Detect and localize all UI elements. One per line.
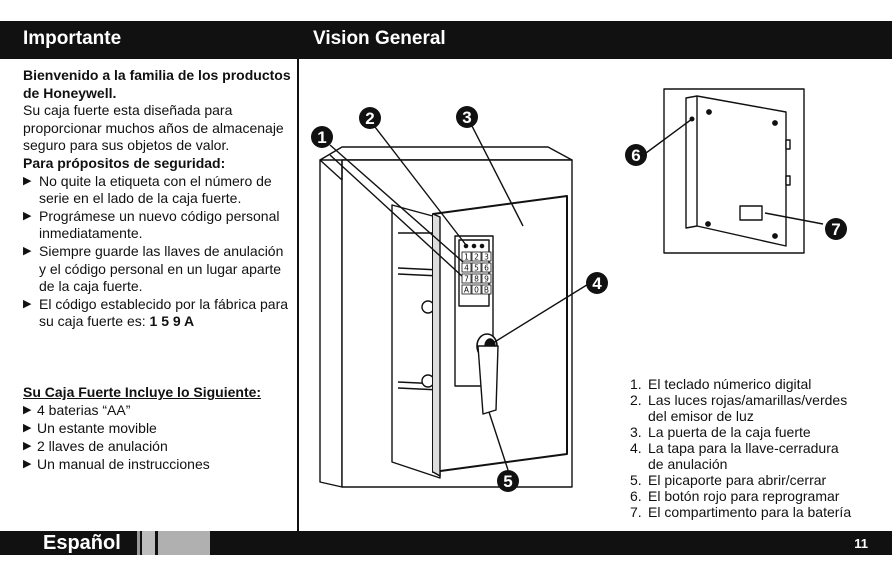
safety-bullet: ▶No quite la etiqueta con el número de s… bbox=[23, 172, 272, 207]
inset-safe-side bbox=[685, 95, 787, 247]
legend-item: 1.El teclado númerico digital bbox=[630, 376, 812, 392]
welcome-heading: Bienvenido a la familia de los productos… bbox=[23, 67, 291, 101]
parts-legend: 1.El teclado númerico digital 2.Las luce… bbox=[630, 376, 851, 520]
language-label: Español bbox=[43, 532, 121, 554]
safe-door bbox=[432, 195, 568, 473]
safe-top bbox=[319, 146, 573, 161]
bullet-arrow-icon: ▶ bbox=[23, 440, 32, 452]
column-divider bbox=[297, 59, 299, 531]
bullet-arrow-icon: ▶ bbox=[23, 297, 32, 310]
battery-compartment bbox=[739, 205, 763, 221]
keypad-key[interactable]: 0 bbox=[474, 286, 479, 295]
keypad-key[interactable]: 3 bbox=[484, 253, 489, 262]
safety-bullet: ▶Prográmese un nuevo código personal inm… bbox=[23, 207, 280, 242]
included-title: Su Caja Fuerte Incluye lo Siguiente: bbox=[23, 384, 262, 400]
factory-code: 1 5 9 A bbox=[149, 313, 195, 330]
footer-bar bbox=[0, 531, 892, 555]
bullet-arrow-icon: ▶ bbox=[23, 422, 32, 434]
keypad-key[interactable]: B bbox=[484, 286, 489, 295]
included-item: ▶4 baterias “AA” bbox=[23, 402, 131, 418]
safety-bullet: ▶Siempre guarde las llaves de anulación … bbox=[23, 242, 284, 295]
bullet-arrow-icon: ▶ bbox=[23, 174, 32, 187]
callout-number: 7 bbox=[831, 220, 840, 239]
page-number: 11 bbox=[854, 536, 868, 551]
keypad-key[interactable]: 5 bbox=[474, 264, 479, 273]
callout-number: 4 bbox=[592, 274, 602, 293]
included-items: Su Caja Fuerte Incluye lo Siguiente: ▶4 … bbox=[23, 383, 293, 473]
footer-gray-tab bbox=[158, 531, 210, 555]
legend-item: del emisor de luz bbox=[648, 408, 754, 424]
door-handle bbox=[477, 345, 499, 415]
callout-number: 6 bbox=[631, 146, 640, 165]
keypad-key[interactable]: 8 bbox=[474, 275, 479, 284]
left-section-title: Importante bbox=[23, 28, 122, 49]
welcome-text: Su caja fuerte esta diseñada para propor… bbox=[23, 102, 284, 154]
legend-item: de anulación bbox=[648, 456, 728, 472]
safe-side bbox=[319, 159, 343, 488]
legend-item: 6.El botón rojo para reprogramar bbox=[630, 488, 840, 504]
included-item: ▶2 llaves de anulación bbox=[23, 438, 168, 454]
legend-item: 4.La tapa para la llave-cerradura bbox=[630, 440, 839, 456]
included-item: ▶Un estante movible bbox=[23, 420, 157, 436]
bullet-arrow-icon: ▶ bbox=[23, 209, 32, 222]
keypad-key[interactable]: 9 bbox=[484, 275, 489, 284]
keypad-key[interactable]: 6 bbox=[484, 264, 489, 273]
included-item: ▶Un manual de instrucciones bbox=[23, 456, 210, 472]
keypad-key[interactable]: 4 bbox=[464, 264, 469, 273]
bullet-arrow-icon: ▶ bbox=[23, 458, 32, 470]
keypad-key[interactable]: A bbox=[464, 286, 470, 295]
legend-item: 5.El picaporte para abrir/cerrar bbox=[630, 472, 827, 488]
callout-number: 2 bbox=[365, 109, 374, 128]
right-section-title: Vision General bbox=[313, 28, 446, 49]
callout-number: 1 bbox=[317, 128, 326, 147]
footer-tab-divider bbox=[137, 531, 140, 555]
legend-item: 7.El compartimento para la batería bbox=[630, 504, 852, 520]
bullet-arrow-icon: ▶ bbox=[23, 244, 32, 257]
header-bar bbox=[0, 21, 892, 59]
keypad-key[interactable]: 2 bbox=[474, 253, 479, 262]
footer-tab-divider bbox=[142, 531, 155, 555]
keypad-key[interactable]: 1 bbox=[464, 253, 469, 262]
important-text: Bienvenido a la familia de los productos… bbox=[23, 67, 293, 331]
legend-item: 2.Las luces rojas/amarillas/verdes bbox=[630, 392, 848, 408]
keypad-key[interactable]: 7 bbox=[464, 275, 469, 284]
safe-opening bbox=[391, 204, 441, 479]
safety-heading: Para própositos de seguridad: bbox=[23, 154, 226, 171]
bullet-arrow-icon: ▶ bbox=[23, 404, 32, 416]
callout-number: 3 bbox=[462, 108, 471, 127]
legend-item: 3.La puerta de la caja fuerte bbox=[630, 424, 811, 440]
callout-number: 5 bbox=[503, 472, 512, 491]
safety-bullet: ▶El código establecido por la fábrica pa… bbox=[23, 295, 289, 330]
